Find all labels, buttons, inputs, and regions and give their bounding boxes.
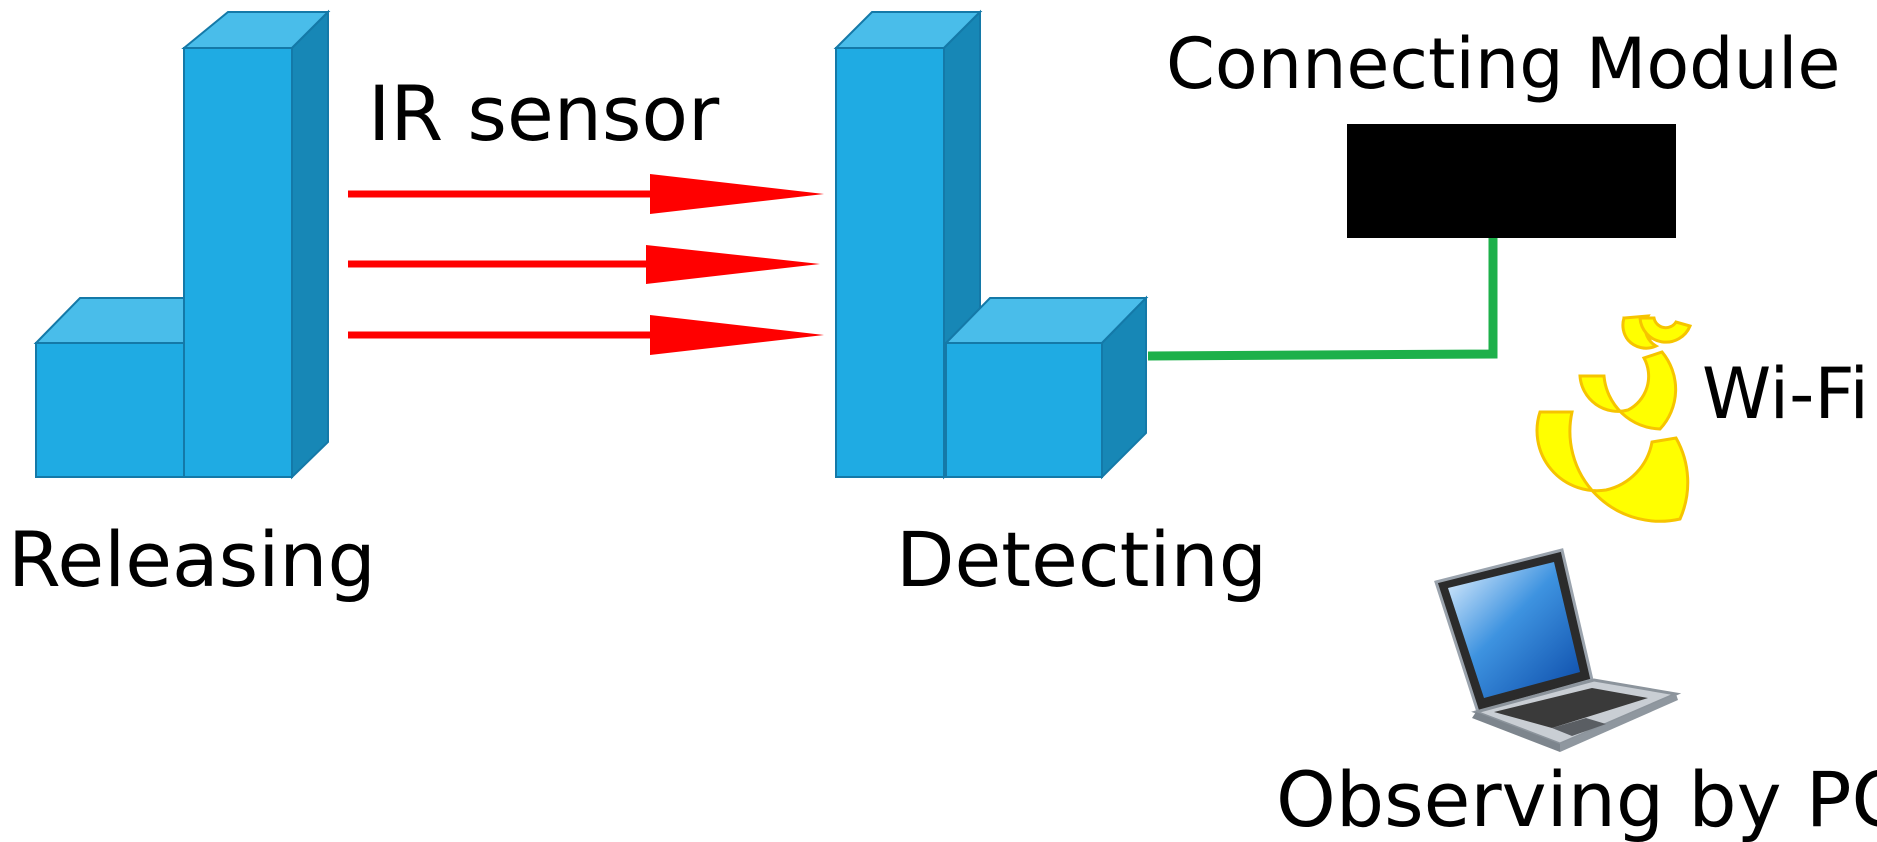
releasing-tall-block-front (183, 47, 293, 478)
observing-label: Observing by PC (1276, 755, 1877, 842)
cable-line (1147, 238, 1498, 361)
releasing-short-block-front (35, 342, 185, 478)
releasing-unit (33, 9, 331, 480)
detecting-tall-block-front (835, 47, 945, 478)
ir-beams (348, 174, 824, 355)
connecting-module-label: Connecting Module (1166, 23, 1840, 105)
ir-sensor-label: IR sensor (368, 69, 720, 158)
laptop-icon (1434, 548, 1682, 752)
ir-arrow (348, 315, 824, 355)
detecting-unit (833, 9, 1149, 480)
connecting-module-box (1347, 124, 1676, 238)
laptop-screen (1448, 562, 1580, 698)
wifi-icon (1535, 314, 1693, 523)
wifi-label: Wi-Fi (1702, 353, 1869, 435)
detecting-short-block-front (945, 342, 1103, 478)
releasing-label: Releasing (8, 515, 376, 604)
releasing-tall-block-side (291, 9, 329, 480)
ir-arrow (348, 245, 820, 284)
ir-arrow (348, 174, 824, 214)
detecting-label: Detecting (896, 515, 1267, 604)
